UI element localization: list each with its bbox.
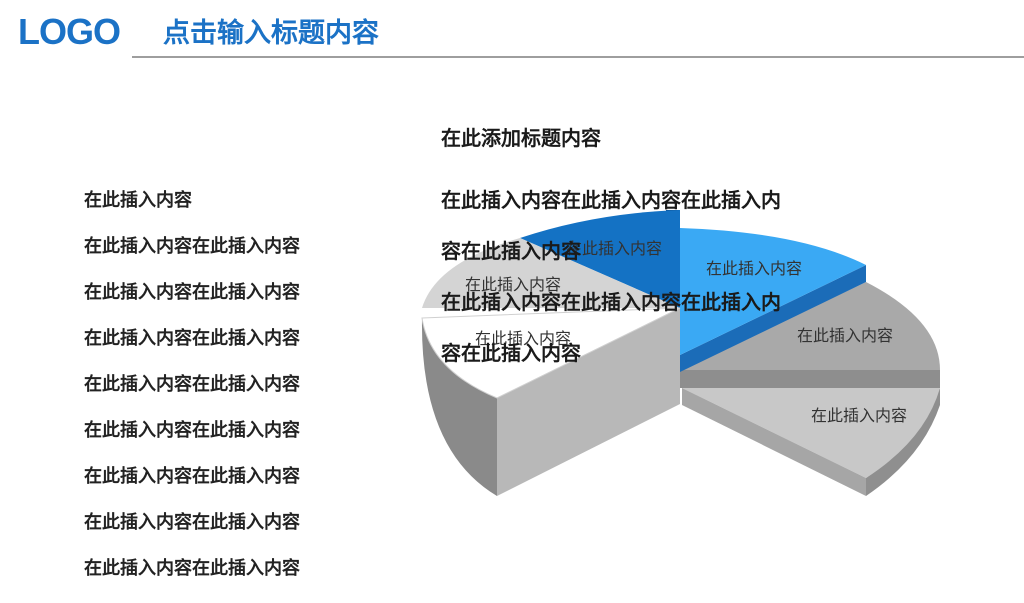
slice-label: 在此插入内容 [706, 259, 802, 278]
text-block-paragraph[interactable]: 在此插入内容在此插入内容在此插入内容在此插入内容 [441, 188, 781, 263]
pie-slice-gray-side [680, 370, 940, 388]
pie-slice-light-gray-edge [682, 388, 866, 496]
list-item[interactable]: 在此插入内容在此插入内容 [84, 328, 300, 349]
slice-label: 在此插入内容 [811, 406, 907, 425]
pie-slice-light-gray[interactable] [682, 388, 940, 478]
pie-slice-silver[interactable] [422, 238, 680, 308]
pie-slice-gray[interactable] [680, 282, 940, 370]
pie-slice-dark-blue[interactable] [520, 210, 680, 308]
pie-slice-light-blue-side [680, 265, 866, 372]
slice-label: 在此插入内容 [475, 329, 571, 348]
logo: LOGO [18, 11, 121, 52]
list-item[interactable]: 在此插入内容在此插入内容 [84, 282, 300, 303]
list-item[interactable]: 在此插入内容 [84, 190, 192, 211]
pie-slice-white[interactable] [421, 307, 681, 399]
slice-label: 在此插入内容 [797, 326, 893, 345]
list-item[interactable]: 在此插入内容在此插入内容 [84, 420, 300, 441]
list-item[interactable]: 在此插入内容在此插入内容 [84, 466, 300, 487]
pie-slice-light-gray-side [866, 388, 940, 496]
title-divider [132, 56, 1024, 58]
pie-slice-light-blue[interactable] [680, 228, 866, 355]
text-block-heading[interactable]: 在此添加标题内容 [441, 126, 601, 150]
slice-label: 在此插入内容 [566, 239, 662, 258]
list-item[interactable]: 在此插入内容在此插入内容 [84, 512, 300, 533]
pie-slice-white-inner-side [497, 308, 680, 496]
slice-label: 在此插入内容 [465, 275, 561, 294]
list-item[interactable]: 在此插入内容在此插入内容 [84, 374, 300, 395]
list-item[interactable]: 在此插入内容在此插入内容 [84, 236, 300, 257]
text-block: 在此添加标题内容 在此插入内容在此插入内容在此插入内容在此插入内容 在此插入内容… [441, 124, 801, 379]
exploded-3d-pie: 在此插入内容 在此插入内容 在此插入内容 在此插入内容 在此插入内容 在此插入内… [421, 210, 940, 496]
page-title[interactable]: 点击输入标题内容 [163, 18, 379, 49]
text-block-paragraph[interactable]: 在此插入内容在此插入内容在此插入内容在此插入内容 [441, 290, 781, 365]
list-item[interactable]: 在此插入内容在此插入内容 [84, 558, 300, 579]
pie-slice-white-outer-side [421, 318, 497, 496]
left-text-list: 在此插入内容 在此插入内容在此插入内容 在此插入内容在此插入内容 在此插入内容在… [84, 189, 300, 603]
